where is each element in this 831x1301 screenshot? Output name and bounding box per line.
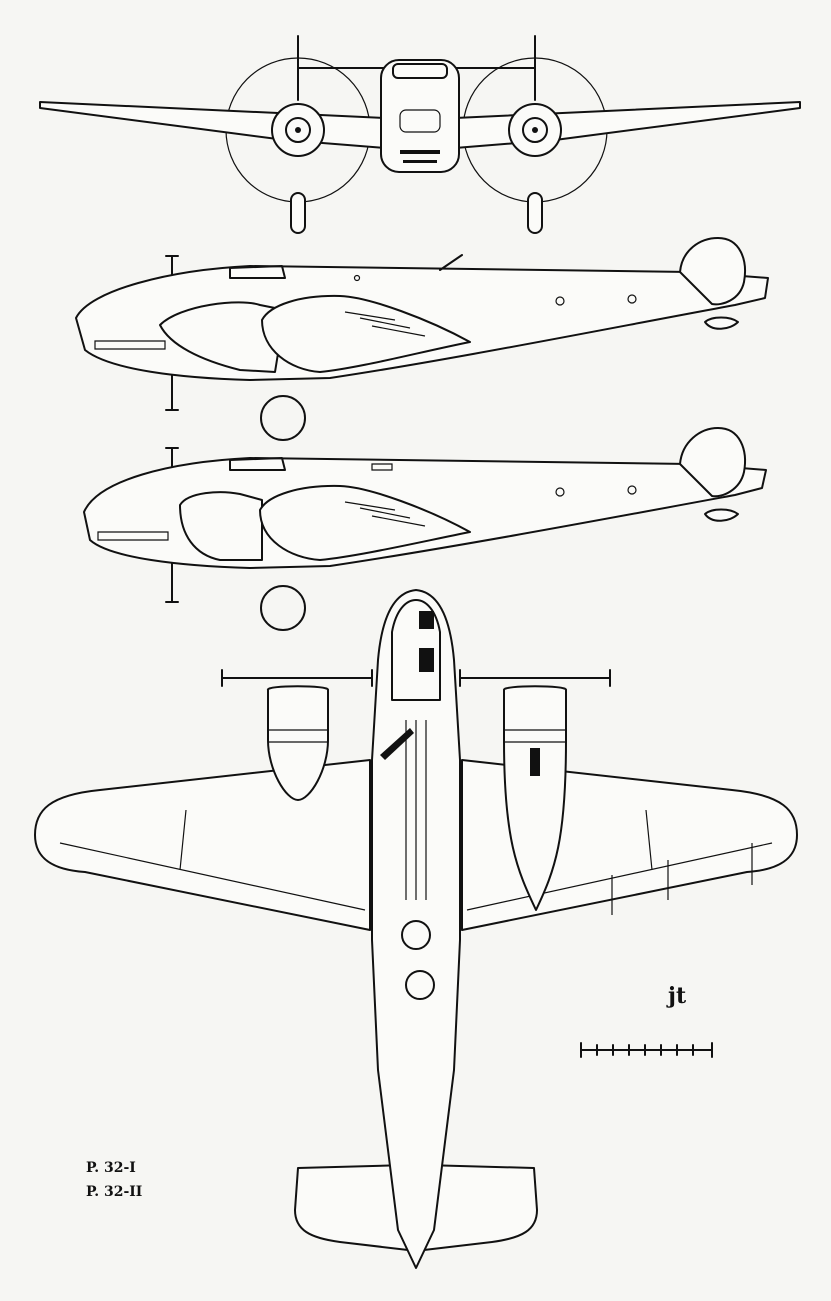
front-fuselage (381, 60, 459, 172)
plan-hatch (402, 921, 430, 949)
side-view-1-tailwheel (705, 318, 738, 329)
side-view-1-wing-root (262, 296, 470, 372)
plan-left-tailplane (295, 1165, 408, 1250)
plan-wing-fairings (612, 843, 752, 915)
scale-bar-ticks (581, 1043, 712, 1057)
plan-canopy (392, 600, 440, 700)
side-view-1-canopy (230, 266, 285, 278)
plan-left-engine-nacelle (268, 686, 328, 800)
plan-fuselage (372, 590, 460, 1268)
side-view-2-window (628, 486, 636, 494)
plan-left-propeller-line (222, 670, 372, 686)
side-view-1-window (355, 276, 360, 281)
front-canopy (393, 64, 447, 78)
plan-right-wing-flap-line (467, 810, 772, 910)
left-landing-gear-front (291, 193, 305, 233)
side-view-1-fin (680, 238, 745, 304)
variant-label-p32-ii: P. 32-II (86, 1184, 143, 1200)
side-view-1-nose-windows (95, 341, 165, 349)
side-view-2-canopy (230, 458, 285, 470)
plan-right-tailplane (424, 1165, 537, 1250)
side-view-2-nose-windows (98, 532, 168, 540)
plan-left-engine-cowling (268, 730, 328, 742)
side-view-1-window (628, 295, 636, 303)
side-view-2-hatch (372, 464, 392, 470)
plan-right-propeller-line (460, 670, 610, 686)
side-view-2-engine-nacelle (180, 492, 262, 560)
front-left-wing (40, 102, 385, 148)
artist-signature: jt (668, 983, 687, 1009)
variant-label-p32-i: P. 32-I (86, 1160, 136, 1176)
side-view-2-wing-root (260, 486, 470, 560)
side-view-upper (76, 238, 768, 440)
front-radiator-slats (400, 150, 440, 163)
side-view-2-window (556, 488, 564, 496)
side-view-1-flap-slats (345, 312, 425, 336)
plan-view (35, 590, 797, 1268)
side-view-1-antenna (440, 255, 462, 270)
plan-cockpit-window-left (419, 648, 434, 672)
side-view-2-wheel (261, 586, 305, 630)
plan-fuselage-panel-lines (406, 720, 426, 900)
side-view-2-flap-slats (345, 502, 425, 526)
side-view-2-fin (680, 428, 745, 496)
plan-right-engine-intake (530, 748, 540, 776)
plan-mast (380, 728, 414, 760)
front-right-wing (455, 102, 800, 148)
side-view-1-wheel (261, 396, 305, 440)
side-view-lower (84, 428, 766, 630)
scale-bar (581, 1043, 712, 1057)
side-view-2-tailwheel (705, 510, 738, 521)
left-engine-front (272, 104, 324, 156)
front-propeller-blades-up (298, 36, 535, 100)
front-nose-glazing (400, 110, 440, 132)
plan-left-wing (35, 760, 370, 930)
right-engine-front (509, 104, 561, 156)
front-view (40, 36, 800, 233)
side-view-1-window (556, 297, 564, 305)
plan-cockpit-window-right (419, 611, 434, 629)
plan-left-wing-flap-line (60, 810, 365, 910)
plan-hatch (406, 971, 434, 999)
right-landing-gear-front (528, 193, 542, 233)
plan-right-engine-cowling (504, 730, 566, 742)
